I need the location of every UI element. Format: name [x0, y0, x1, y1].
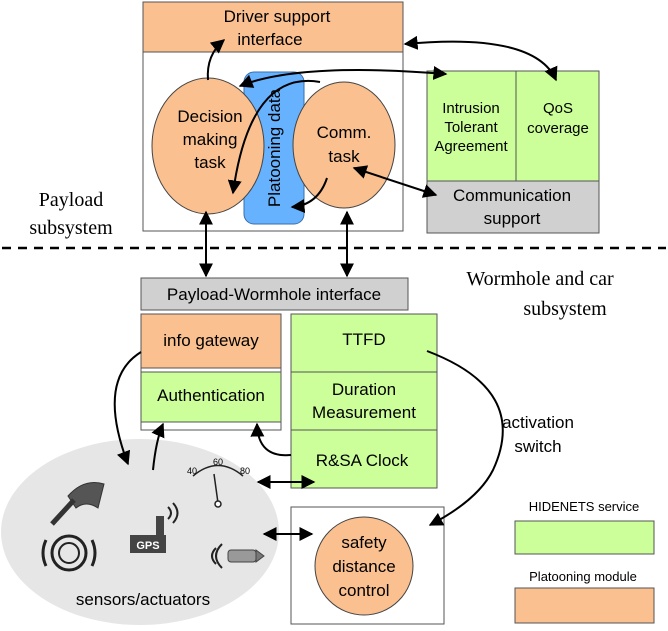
- speed-gauge-icon: 40 60 80: [187, 457, 250, 508]
- arrow-comm-to-decision: [227, 79, 321, 195]
- gauge-40: 40: [187, 466, 197, 476]
- gps-icon: GPS: [130, 502, 179, 553]
- comm-task: Comm. task: [292, 81, 396, 209]
- wheel-icon: [41, 534, 97, 572]
- comm-support-line1: Communication: [453, 186, 571, 205]
- driver-support-line2: interface: [237, 30, 302, 49]
- arrow-activation-switch: [426, 350, 504, 526]
- decision-making-task: Decision making task: [151, 77, 265, 215]
- authentication-label: Authentication: [157, 386, 265, 405]
- communication-support: Communication support: [426, 180, 600, 234]
- interface-label: Payload-Wormhole interface: [167, 285, 381, 304]
- arrow-gateway-to-sensors: [113, 351, 142, 466]
- safety-line2: distance: [332, 557, 395, 576]
- wormhole-label-line1: Wormhole and car: [466, 268, 614, 290]
- intrusion-line1: Intrusion: [442, 100, 500, 117]
- decision-line3: task: [194, 153, 226, 172]
- arrow-decision-to-ita: [238, 65, 448, 88]
- arrow-clock-to-auth: [250, 422, 292, 457]
- legend-hidenets-swatch: [514, 520, 655, 555]
- comm-line1: Comm.: [317, 123, 372, 142]
- duration-line2: Measurement: [312, 403, 416, 422]
- comm-support-line2: support: [484, 209, 541, 228]
- arrow-decision-to-driver: [206, 39, 226, 81]
- payload-label-line2: subsystem: [29, 217, 113, 239]
- arrow-driver-to-qos: [403, 35, 558, 82]
- decision-line2: making: [183, 130, 238, 149]
- gauge-80: 80: [240, 466, 250, 476]
- gps-label: GPS: [136, 540, 159, 552]
- legend-platooning-swatch: [514, 587, 655, 624]
- platooning-data-label: Platooning data: [265, 88, 284, 207]
- payload-label-line1: Payload: [39, 189, 103, 211]
- activation-line1: activation: [502, 413, 574, 432]
- qos-line2: coverage: [527, 120, 589, 137]
- info-gateway-box: [140, 313, 282, 369]
- driver-support-interface: Driver support interface: [142, 1, 404, 53]
- actuator-icon: [50, 482, 105, 526]
- comm-line2: task: [328, 147, 360, 166]
- gauge-60: 60: [213, 457, 223, 467]
- radar-sensor-icon: [211, 543, 265, 569]
- arrow-comm-to-support: [352, 165, 438, 198]
- left-wormhole-column: info gateway Authentication: [140, 313, 282, 431]
- safety-distance-box: safety distance control: [290, 506, 445, 625]
- right-wormhole-column: TTFD Duration Measurement R&SA Clock: [290, 313, 438, 489]
- payload-wormhole-interface: Payload-Wormhole interface: [140, 277, 409, 311]
- arrow-sensors-to-auth: [151, 422, 165, 471]
- qos-coverage: QoS coverage: [515, 70, 600, 182]
- info-gateway-label: info gateway: [163, 331, 259, 350]
- driver-support-line1: Driver support: [224, 7, 331, 26]
- clock-label: R&SA Clock: [316, 451, 409, 470]
- sensors-actuators-area: sensors/actuators: [1, 439, 279, 625]
- ttfd-label: TTFD: [342, 330, 385, 349]
- intrusion-line3: Agreement: [434, 138, 508, 155]
- decision-line1: Decision: [177, 107, 242, 126]
- intrusion-tolerant-agreement: Intrusion Tolerant Agreement: [426, 70, 517, 182]
- sensors-label: sensors/actuators: [76, 590, 210, 609]
- intrusion-line2: Tolerant: [444, 119, 498, 136]
- safety-line1: safety: [341, 533, 387, 552]
- safety-line3: control: [338, 581, 389, 600]
- legend-platooning-label: Platooning module: [529, 569, 637, 584]
- connector-arrows: [113, 35, 558, 541]
- arrow-comm-to-platooning: [290, 177, 328, 214]
- legend: HIDENETS service Platooning module: [514, 499, 655, 624]
- qos-line1: QoS: [543, 100, 573, 117]
- legend-hidenets-label: HIDENETS service: [529, 499, 640, 514]
- duration-line1: Duration: [332, 380, 396, 399]
- wormhole-label-line2: subsystem: [523, 298, 607, 320]
- activation-line2: switch: [514, 437, 561, 456]
- authentication-box: [140, 371, 282, 423]
